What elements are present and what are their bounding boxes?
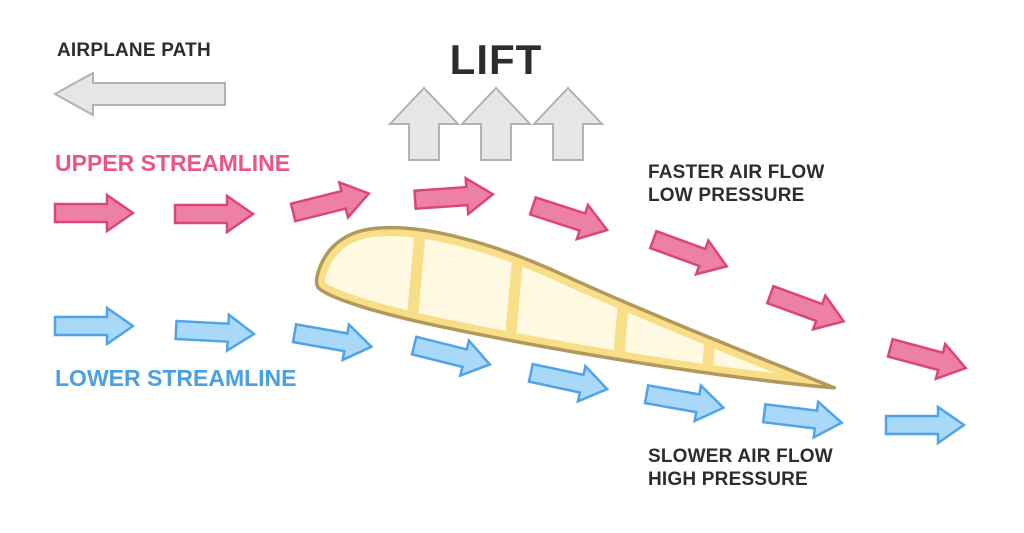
lift-arrow-icon — [387, 86, 461, 161]
lower-streamline-label: LOWER STREAMLINE — [55, 365, 297, 391]
upper-streamline-arrow-icon — [173, 193, 256, 235]
upper-streamline-arrow-icon — [289, 180, 371, 223]
lower-streamline-arrow-icon — [410, 335, 492, 378]
upper-streamline-arrow-icon — [648, 229, 729, 277]
airplane-path-label: AIRPLANE PATH — [57, 40, 211, 61]
lift-arrow-icon — [459, 86, 533, 161]
lower-streamline-arrow-icon — [174, 312, 257, 353]
airplane-path-arrow-icon — [52, 71, 226, 117]
airfoil-rib — [405, 215, 428, 334]
lift-arrow-icon — [531, 86, 605, 161]
lower-streamline-arrow-icon — [761, 399, 844, 440]
lower-streamline-arrow-icon — [527, 362, 610, 404]
upper-streamline-arrow-icon — [765, 284, 846, 332]
high-pressure-line: HIGH PRESSURE — [648, 469, 808, 491]
upper-pressure-note: FASTER AIR FLOW LOW PRESSURE — [648, 161, 824, 207]
upper-streamline-label: UPPER STREAMLINE — [55, 150, 291, 176]
lower-streamline-arrow-icon — [643, 382, 726, 424]
upper-streamline-arrow-icon — [886, 337, 968, 381]
lower-pressure-note: SLOWER AIR FLOW HIGH PRESSURE — [648, 445, 833, 491]
lower-streamline-arrow-icon — [291, 321, 374, 363]
upper-streamline-arrow-icon — [528, 195, 610, 242]
slower-air-flow-line: SLOWER AIR FLOW — [648, 446, 833, 467]
lower-streamline-arrow-icon — [884, 404, 967, 446]
low-pressure-line: LOW PRESSURE — [648, 185, 805, 207]
flow-arrows-layer — [52, 71, 968, 446]
upper-streamline-arrow-icon — [413, 175, 496, 217]
lift-title: LIFT — [449, 36, 543, 83]
upper-streamline-arrow-icon — [53, 192, 136, 234]
faster-air-flow-line: FASTER AIR FLOW — [648, 162, 825, 183]
lower-streamline-arrow-icon — [53, 305, 136, 347]
